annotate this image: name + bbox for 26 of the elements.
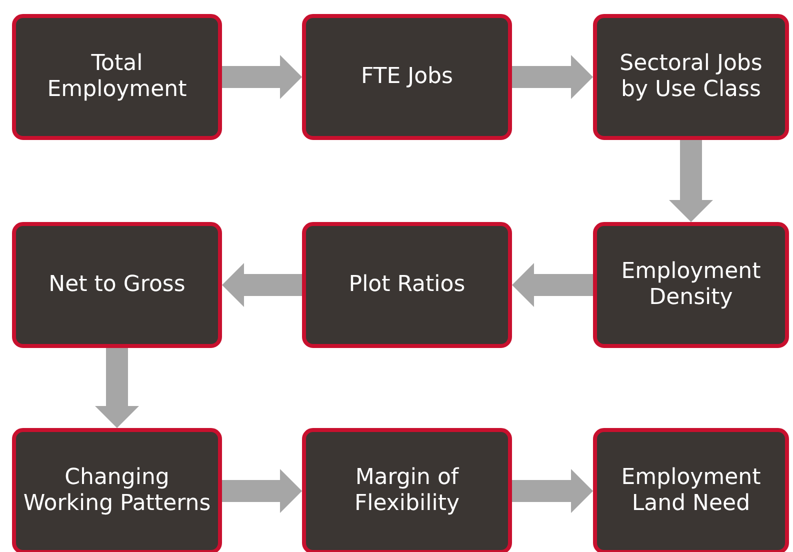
box-label: FTE Jobs <box>361 64 453 90</box>
arrow <box>222 469 302 513</box>
arrow <box>95 348 139 428</box>
box-label: Changing Working Patterns <box>22 465 212 517</box>
process-box <box>593 14 789 140</box>
box-label: Sectoral Jobs by Use Class <box>618 51 764 103</box>
process-box <box>12 222 222 348</box>
process-box <box>12 428 222 552</box>
arrow <box>512 263 593 307</box>
arrow <box>222 263 302 307</box>
arrow <box>512 55 593 99</box>
process-box <box>302 222 512 348</box>
box-label: Margin of Flexibility <box>354 465 460 517</box>
arrow <box>669 140 713 222</box>
process-box <box>302 14 512 140</box>
process-box <box>12 14 222 140</box>
box-label: Total Employment <box>46 51 188 103</box>
box-label: Net to Gross <box>48 272 186 298</box>
process-box <box>302 428 512 552</box>
arrow <box>512 469 593 513</box>
box-label: Employment Land Need <box>620 465 762 517</box>
box-label: Employment Density <box>620 259 762 311</box>
process-box <box>593 428 789 552</box>
arrow <box>222 55 302 99</box>
box-label: Plot Ratios <box>348 272 466 298</box>
process-box <box>593 222 789 348</box>
